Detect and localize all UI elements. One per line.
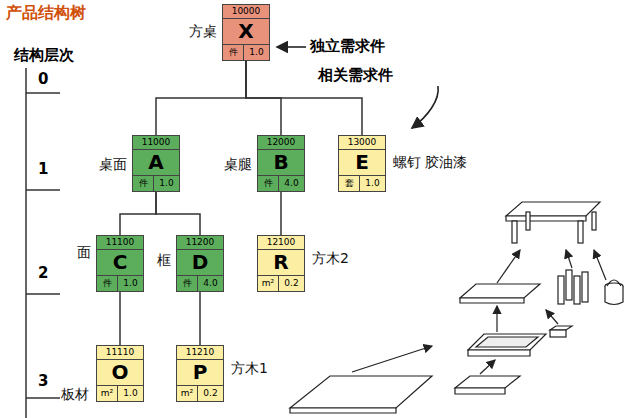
unit-row: 件1.0 xyxy=(223,44,269,60)
unit: m² xyxy=(97,386,118,401)
part-code: 13000 xyxy=(339,136,385,150)
part-box: 11110Om²1.0板材 xyxy=(96,345,144,402)
part-name: 板材 xyxy=(61,386,89,404)
unit: 件 xyxy=(223,45,244,60)
part-box: 10000X件1.0方桌 xyxy=(222,4,270,61)
part-name: 桌腿 xyxy=(224,156,252,174)
level-axis xyxy=(26,68,60,418)
part-letter: P xyxy=(177,360,223,385)
part-letter: R xyxy=(258,250,304,275)
unit: 件 xyxy=(97,276,118,291)
tree-connector xyxy=(280,192,282,235)
tree-connector xyxy=(156,192,200,235)
unit-row: 件1.0 xyxy=(97,275,143,291)
part-name: 方桌 xyxy=(189,23,217,41)
quantity: 1.0 xyxy=(154,176,179,191)
tree-connector xyxy=(199,292,201,345)
part-code: 11110 xyxy=(97,346,143,360)
quantity: 1.0 xyxy=(360,176,385,191)
unit-row: m²1.0 xyxy=(97,385,143,401)
part-box: 13000E套1.0螺钉 胶油漆 xyxy=(338,135,386,192)
part-code: 11100 xyxy=(97,236,143,250)
part-letter: B xyxy=(258,150,304,175)
note-label: 独立需求件 xyxy=(310,37,385,56)
quantity: 4.0 xyxy=(279,176,304,191)
quantity: 4.0 xyxy=(198,276,223,291)
part-box: 12000B件4.0桌腿 xyxy=(257,135,305,192)
part-code: 11210 xyxy=(177,346,223,360)
part-name: 螺钉 胶油漆 xyxy=(393,154,467,172)
part-box: 12100Rm²0.2方木2 xyxy=(257,235,305,292)
unit-row: 件4.0 xyxy=(258,175,304,191)
note-label: 相关需求件 xyxy=(318,66,393,85)
part-code: 11000 xyxy=(133,136,179,150)
table-illustration xyxy=(290,202,623,413)
unit-row: m²0.2 xyxy=(177,385,223,401)
assembly-arrows xyxy=(352,250,606,374)
quantity: 0.2 xyxy=(279,276,304,291)
callout-arrows xyxy=(277,47,438,128)
part-box: 11100C件1.0面 xyxy=(96,235,144,292)
part-letter: O xyxy=(97,360,143,385)
part-name: 方木1 xyxy=(231,360,268,378)
diagram-title: 产品结构树 xyxy=(6,3,86,24)
part-letter: A xyxy=(133,150,179,175)
part-name: 面 xyxy=(77,244,91,262)
part-name: 方木2 xyxy=(312,250,349,268)
part-box: 11200D件4.0框 xyxy=(176,235,224,292)
unit: m² xyxy=(258,276,279,291)
part-name: 桌面 xyxy=(99,156,127,174)
quantity: 1.0 xyxy=(244,45,269,60)
part-box: 11000A件1.0桌面 xyxy=(132,135,180,192)
unit-row: 套1.0 xyxy=(339,175,385,191)
level-number: 0 xyxy=(38,70,48,88)
unit-row: 件1.0 xyxy=(133,175,179,191)
tree-connector xyxy=(120,192,156,235)
part-letter: E xyxy=(339,150,385,175)
part-box: 11210Pm²0.2方木1 xyxy=(176,345,224,402)
part-code: 10000 xyxy=(223,5,269,19)
tree-connector xyxy=(156,61,246,135)
level-number: 3 xyxy=(38,372,48,390)
level-number: 2 xyxy=(38,264,48,282)
unit: 件 xyxy=(177,276,198,291)
quantity: 1.0 xyxy=(118,276,143,291)
part-code: 11200 xyxy=(177,236,223,250)
quantity: 0.2 xyxy=(198,386,223,401)
unit: 件 xyxy=(258,176,279,191)
unit: 套 xyxy=(339,176,360,191)
unit-row: m²0.2 xyxy=(258,275,304,291)
part-letter: X xyxy=(223,19,269,44)
part-letter: C xyxy=(97,250,143,275)
level-number: 1 xyxy=(38,160,48,178)
unit-row: 件4.0 xyxy=(177,275,223,291)
part-code: 12000 xyxy=(258,136,304,150)
part-letter: D xyxy=(177,250,223,275)
part-code: 12100 xyxy=(258,236,304,250)
note-label: 结构层次 xyxy=(14,46,74,65)
unit: m² xyxy=(177,386,198,401)
unit: 件 xyxy=(133,176,154,191)
quantity: 1.0 xyxy=(118,386,143,401)
part-name: 框 xyxy=(157,252,171,270)
tree-connector xyxy=(119,292,121,345)
